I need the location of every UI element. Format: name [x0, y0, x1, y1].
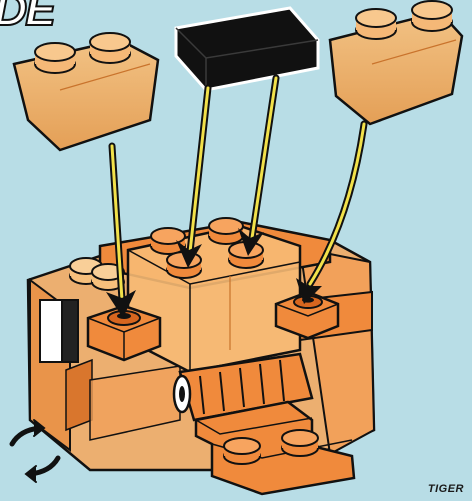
slope-brick-right — [330, 1, 462, 124]
eye-panel-black — [62, 300, 78, 362]
stud — [151, 228, 185, 254]
slope-brick-left — [14, 33, 158, 150]
model-name-label: TIGER — [428, 483, 464, 495]
eye-panel-white — [40, 300, 62, 362]
black-tile-brick — [176, 8, 318, 90]
stud — [209, 218, 243, 244]
guide-line — [252, 78, 276, 238]
